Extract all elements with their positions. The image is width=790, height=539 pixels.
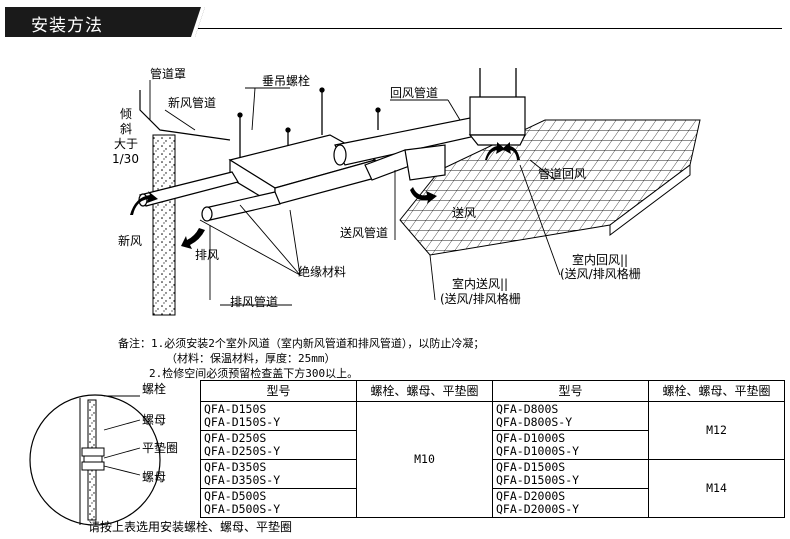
note-1-sub: （材料：保温材料，厚度：25mm） — [166, 352, 336, 365]
note-1: 备注：1.必须安装2个室外风道（室内新风管道和排风管道），以防止冷凝； — [118, 337, 485, 350]
section-title: 安装方法 — [31, 16, 103, 36]
model-name: QFA-D1000S — [496, 431, 566, 445]
model-name: QFA-D800S-Y — [496, 415, 573, 429]
bolt-label: 螺栓 — [142, 382, 167, 396]
washer-label: 平垫圈 — [142, 441, 179, 455]
table-row: QFA-D150S QFA-D150S-Y M10 QFA-D800S QFA-… — [200, 401, 785, 518]
hardware-spec-table: 型号 螺栓、螺母、平垫圈 型号 螺栓、螺母、平垫圈 QFA-D150S QFA-… — [200, 380, 785, 518]
supply-duct-label: 送风管道 — [340, 226, 389, 240]
fresh-air-label: 新风 — [118, 234, 143, 248]
tilt-label-2: 斜 — [120, 122, 133, 136]
model-cell: QFA-D250S QFA-D250S-Y — [200, 430, 357, 460]
nut-top-label: 螺母 — [142, 413, 167, 427]
note-2: 2.检修空间必须预留检查盖下方300以上。 — [149, 367, 359, 380]
duct-return-air-label: 管道回风 — [538, 167, 587, 181]
exhaust-label: 排风 — [195, 248, 220, 262]
size-cell-m10: M10 — [356, 401, 493, 518]
model-name: QFA-D250S — [204, 431, 267, 445]
model-name: QFA-D500S — [204, 489, 267, 503]
model-name: QFA-D500S-Y — [204, 502, 281, 516]
nut-bottom-label: 螺母 — [142, 470, 167, 484]
insulation-label: 绝缘材料 — [298, 265, 347, 279]
supply-air-label: 送风 — [452, 206, 477, 220]
model-cell: QFA-D1500S QFA-D1500S-Y — [492, 459, 649, 489]
model-cell: QFA-D2000S QFA-D2000S-Y — [492, 488, 649, 518]
duct-cover-label: 管道罩 — [150, 67, 187, 81]
return-arrow-left-icon — [485, 142, 505, 160]
model-cell: QFA-D800S QFA-D800S-Y — [492, 401, 649, 431]
title-banner-shape — [5, 7, 205, 37]
model-name: QFA-D1500S-Y — [496, 473, 580, 487]
model-cell: QFA-D150S QFA-D150S-Y — [200, 401, 357, 431]
return-air-box — [468, 96, 526, 146]
size-cell-m12: M12 — [648, 401, 785, 460]
model-cell: QFA-D500S QFA-D500S-Y — [200, 488, 357, 518]
exhaust-duct — [201, 191, 281, 222]
hardware-detail — [29, 394, 161, 526]
header-model-left: 型号 — [200, 380, 357, 402]
hanging-bolts — [237, 68, 517, 160]
title-divider — [198, 28, 782, 29]
wall — [152, 134, 176, 316]
header-hardware-right: 螺栓、螺母、平垫圈 — [648, 380, 785, 402]
model-name: QFA-D800S — [496, 402, 559, 416]
supply-arrow-icon — [410, 187, 437, 204]
header-hardware-left: 螺栓、螺母、平垫圈 — [356, 380, 493, 402]
model-name: QFA-D1500S — [496, 460, 566, 474]
size-cell-m14: M14 — [648, 459, 785, 518]
table-row: QFA-D500S QFA-D500S-Y QFA-D2000S QFA-D20… — [200, 488, 785, 518]
model-name: QFA-D350S — [204, 460, 267, 474]
model-name: QFA-D350S-Y — [204, 473, 281, 487]
tilt-label-3: 大于 — [114, 137, 139, 151]
ceiling-grid — [399, 119, 701, 256]
header-model-right: 型号 — [492, 380, 649, 402]
table-header-row: 型号 螺栓、螺母、平垫圈 型号 螺栓、螺母、平垫圈 — [200, 380, 785, 402]
model-cell: QFA-D350S QFA-D350S-Y — [200, 459, 357, 489]
model-name: QFA-D150S — [204, 402, 267, 416]
table-row: QFA-D350S QFA-D350S-Y QFA-D1500S QFA-D15… — [200, 459, 785, 518]
exhaust-duct-label: 排风管道 — [230, 295, 279, 309]
exhaust-arrow-icon — [181, 228, 205, 249]
supply-air-duct — [364, 144, 446, 181]
model-name: QFA-D250S-Y — [204, 444, 281, 458]
tilt-label-1: 倾 — [120, 107, 133, 121]
indoor-return-label-2: (送风/排风格栅 — [560, 267, 641, 281]
model-name: QFA-D2000S — [496, 489, 566, 503]
table-row: QFA-D250S QFA-D250S-Y QFA-D1000S QFA-D10… — [200, 430, 785, 460]
return-arrow-right-icon — [502, 142, 520, 160]
hanging-bolt-label: 垂吊螺栓 — [262, 74, 311, 88]
indoor-supply-label-1: 室内送风|| — [452, 277, 509, 291]
return-duct-label: 回风管道 — [390, 86, 439, 100]
indoor-supply-label-2: (送风/排风格栅 — [440, 292, 521, 306]
section-title-bar: 安装方法 — [5, 7, 205, 37]
fresh-air-arrow-icon — [130, 191, 158, 215]
leader-lines — [149, 80, 561, 306]
airflow-arrows — [130, 142, 520, 249]
model-name: QFA-D150S-Y — [204, 415, 281, 429]
model-name: QFA-D1000S-Y — [496, 444, 580, 458]
tilt-label-4: 1/30 — [112, 152, 139, 166]
fresh-air-duct-label: 新风管道 — [168, 96, 217, 110]
model-name: QFA-D2000S-Y — [496, 502, 580, 516]
indoor-return-label-1: 室内回风|| — [572, 253, 629, 267]
model-cell: QFA-D1000S QFA-D1000S-Y — [492, 430, 649, 460]
footer-note: 请按上表选用安装螺栓、螺母、平垫圈 — [88, 520, 293, 534]
